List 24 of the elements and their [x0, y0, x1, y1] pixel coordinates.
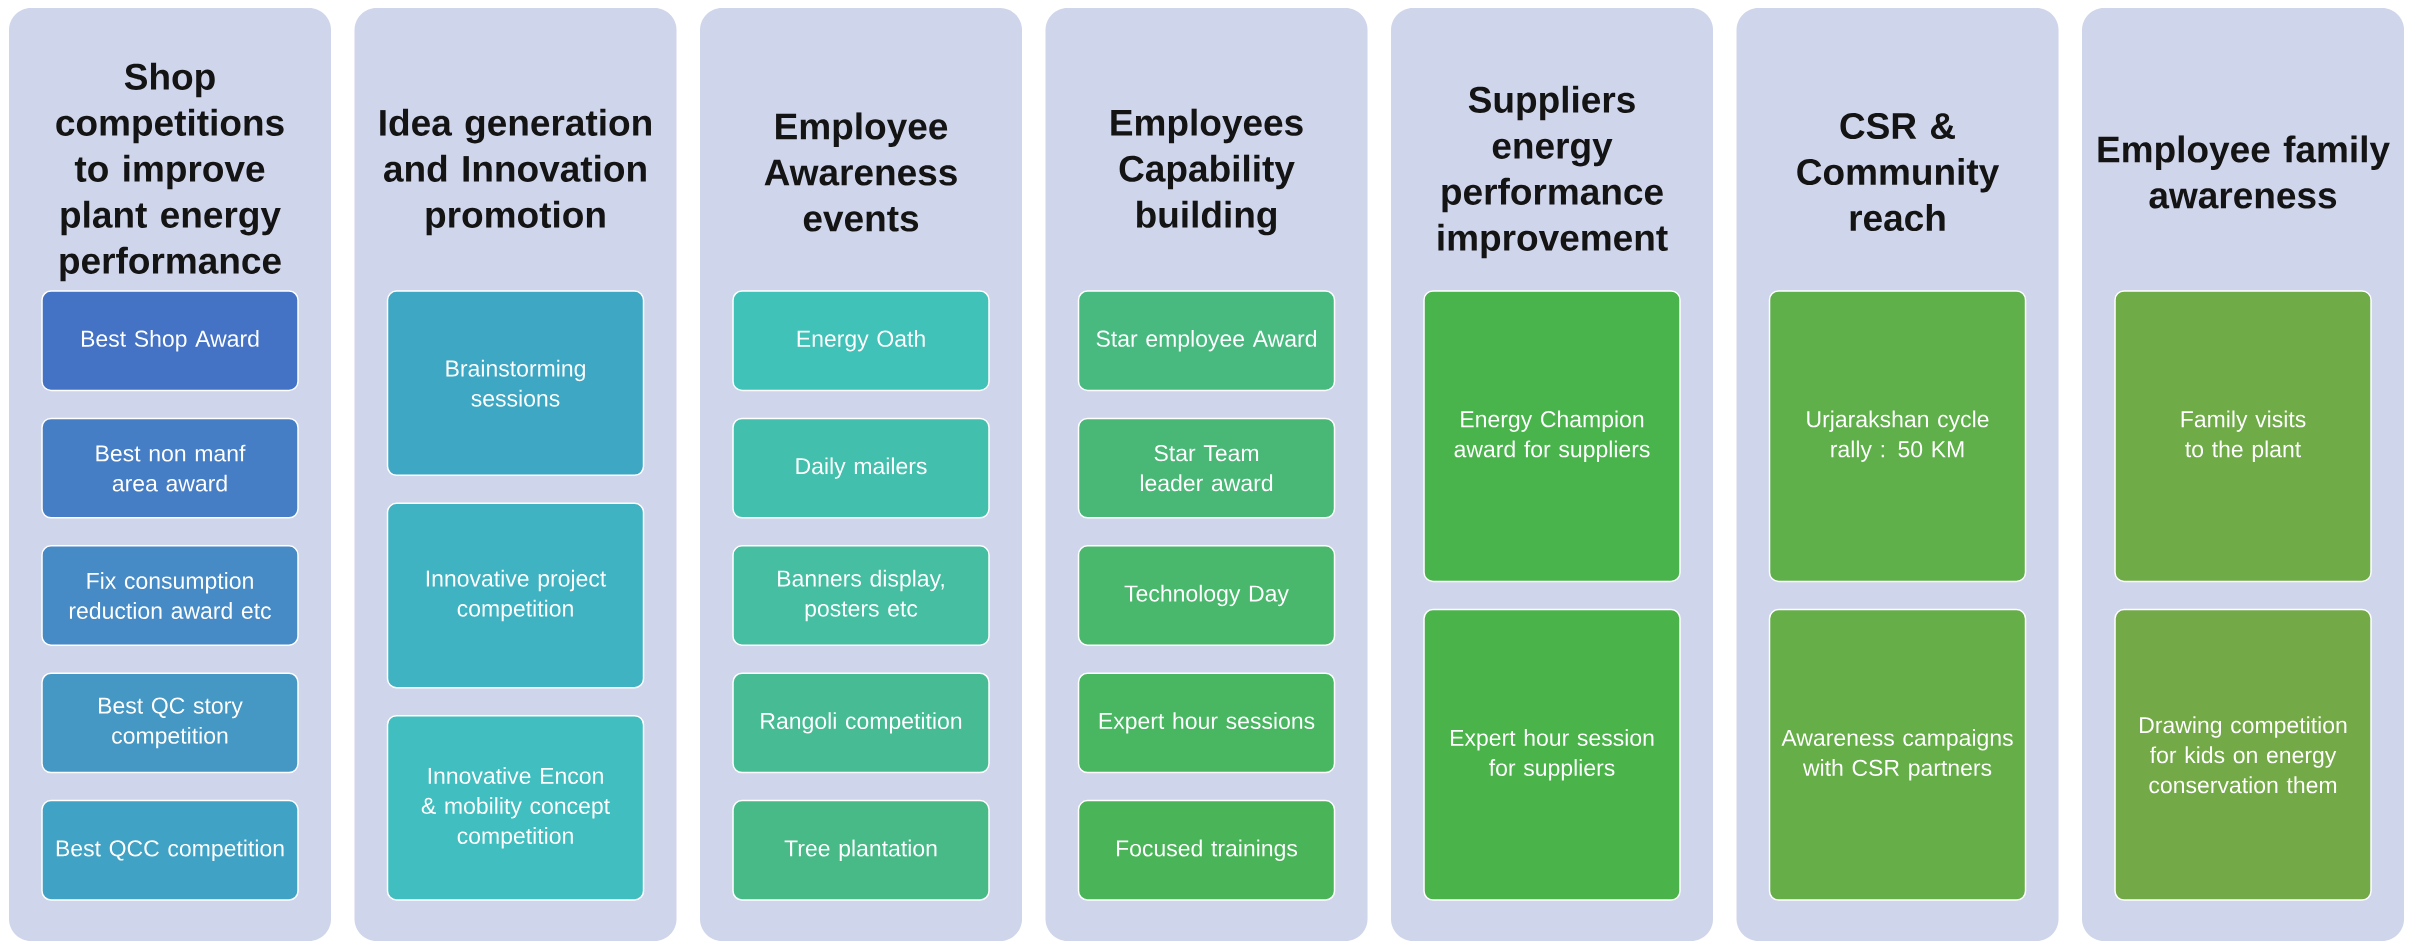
item-box: Technology Day — [1077, 545, 1336, 646]
item-box: Best QC story competition — [41, 672, 299, 774]
item-box: Expert hour session for suppliers — [1423, 608, 1681, 901]
item-box: Daily mailers — [732, 417, 990, 519]
item-box: Rangoli competition — [732, 672, 990, 774]
item-box: Star employee Award — [1077, 290, 1336, 392]
item-box: Energy Oath — [732, 290, 990, 392]
item-box: Innovative project competition — [386, 502, 645, 689]
item-box: Best non manf area award — [41, 417, 299, 519]
item-box: Urjarakshan cycle rally : 50 KM — [1768, 290, 2027, 583]
item-box: Best QCC competition — [41, 799, 299, 901]
item-box: Tree plantation — [732, 799, 990, 901]
item-box: Family visits to the plant — [2114, 290, 2372, 583]
item-box: Drawing competition for kids on energy conservation them — [2114, 608, 2372, 901]
item-box: Star Team leader award — [1077, 417, 1336, 519]
item-box: Fix consumption reduction award etc — [41, 545, 299, 646]
item-box: Banners display, posters etc — [732, 545, 990, 646]
item-box: Energy Champion award for suppliers — [1423, 290, 1681, 583]
item-box: Innovative Encon & mobility concept competition — [386, 714, 645, 901]
item-box: Brainstorming sessions — [386, 290, 645, 477]
item-box: Awareness campaigns with CSR partners — [1768, 608, 2027, 901]
item-box: Focused trainings — [1077, 799, 1336, 901]
item-box: Expert hour sessions — [1077, 672, 1336, 774]
item-box: Best Shop Award — [41, 290, 299, 392]
